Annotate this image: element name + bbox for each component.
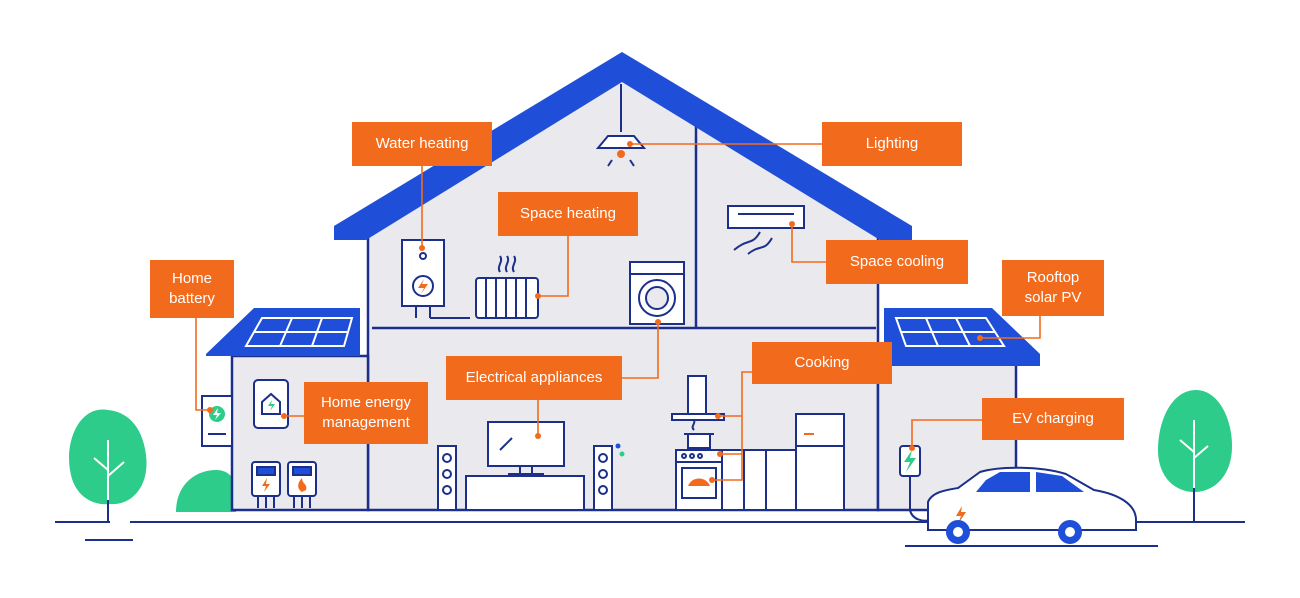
label-home-energy-management: Home energy management [304,382,428,444]
gas-meter-icon [287,461,317,508]
label-space-cooling-text: Space cooling [849,253,945,270]
battery-icon [201,395,233,447]
tree-icon [69,409,147,522]
label-home-battery: Home battery [150,260,234,318]
label-space-heating: Space heating [498,192,638,236]
solar-panel-icon [244,317,354,347]
stove-icon [675,449,723,511]
kitchen-hood-icon [671,375,725,421]
energy-management-tablet-icon [253,379,289,429]
speaker-icon [437,445,457,511]
label-home-battery-line2: battery [169,290,215,307]
fridge-icon [795,413,845,511]
label-ev-charging: EV charging [982,398,1124,440]
radiator-icon [475,255,539,319]
tree-icon [1158,390,1232,522]
label-water-heating: Water heating [352,122,492,166]
tv-icon [487,421,565,475]
label-space-heating-text: Space heating [520,205,616,222]
label-water-heating-text: Water heating [375,135,469,152]
water-heater-icon [401,239,470,319]
solar-panel-icon [894,317,1006,347]
air-conditioner-icon [727,205,805,255]
label-home-energy-line1: Home energy [320,394,412,411]
label-home-battery-line1: Home [171,270,212,287]
main-roof [334,52,912,240]
pot-icon [684,419,714,449]
tv-cabinet [465,475,585,511]
label-ev-charging-text: EV charging [1012,410,1094,427]
bush-icon [176,470,236,512]
label-rooftop-solar-line1: Rooftop [1026,269,1080,286]
connector-dots [207,141,983,483]
label-electrical-appliances: Electrical appliances [446,356,622,400]
washing-machine-icon [629,261,685,325]
label-rooftop-solar: Rooftop solar PV [1002,260,1104,316]
label-electrical-appliances-text: Electrical appliances [465,369,603,386]
label-home-energy-line2: management [322,414,410,431]
electric-car-icon [927,466,1137,544]
label-cooking: Cooking [752,342,892,384]
label-lighting-text: Lighting [865,135,919,152]
label-space-cooling: Space cooling [826,240,968,284]
speaker-icon [593,445,613,511]
label-rooftop-solar-line2: solar PV [1024,289,1082,306]
label-cooking-text: Cooking [794,354,850,371]
label-lighting: Lighting [822,122,962,166]
smart-meter-icon [251,461,281,508]
